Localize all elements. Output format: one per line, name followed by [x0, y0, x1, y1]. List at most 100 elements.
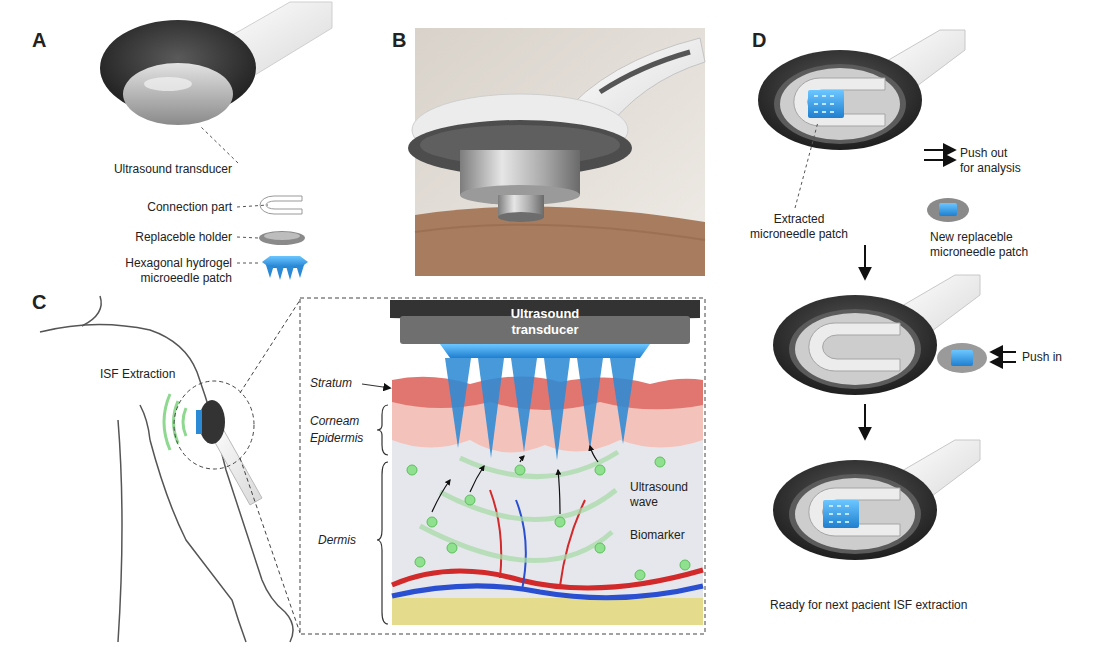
feature-label: Ultrasound wave — [628, 480, 702, 510]
layer-bracket — [362, 384, 390, 624]
device-step-1 — [758, 30, 965, 150]
step-arrow — [864, 245, 866, 278]
device-step-3 — [829, 506, 849, 522]
part-label: Replaceble holder — [82, 230, 232, 245]
ultrasound-wave — [420, 526, 612, 561]
layer-label: Dermis — [318, 533, 356, 548]
transducer-exploded — [123, 63, 233, 125]
device-step-3 — [823, 500, 859, 528]
panel-letter: B — [392, 28, 406, 52]
biomarker — [635, 570, 645, 580]
step-label: Ready for next pacient ISF extraction — [770, 598, 1030, 613]
device-step-2 — [773, 275, 987, 395]
ultrasound-wave-small — [164, 394, 170, 450]
transducer-exploded — [100, 2, 332, 125]
leader-line — [795, 122, 818, 208]
biomarker — [407, 457, 690, 580]
device-in-use — [196, 400, 262, 505]
device-photo — [408, 28, 705, 276]
step-arrow — [992, 361, 1016, 363]
step-arrow — [924, 149, 954, 151]
feature-label: Biomarker — [628, 528, 687, 543]
step-arrow — [924, 159, 954, 161]
leader-line — [795, 122, 818, 208]
device-photo — [498, 212, 544, 222]
blood-vessel — [516, 500, 526, 590]
microneedle — [544, 358, 570, 460]
part-label: Ultrasound transducer — [82, 162, 232, 177]
step-arrow — [865, 150, 1016, 438]
panel-letter: C — [32, 290, 46, 314]
biomarker — [680, 560, 690, 570]
biomarker — [407, 465, 417, 475]
leader-line — [237, 237, 258, 238]
microneedle — [610, 358, 636, 444]
device-photo — [600, 52, 690, 92]
body-outline — [40, 324, 293, 642]
leader-line — [200, 126, 238, 163]
step-label: Extracted microneedle patch — [748, 212, 850, 242]
step-label: Push out for analysis — [960, 146, 1022, 176]
ultrasound-wave-small — [164, 394, 186, 450]
ultrasound-wave-small — [183, 408, 186, 436]
transducer-section — [440, 344, 650, 358]
action-label: ISF Extraction — [100, 367, 175, 382]
biomarker — [555, 517, 565, 527]
layer-label: Corneam — [310, 414, 359, 429]
body-outline — [118, 420, 122, 642]
new-patch-icon — [939, 203, 957, 216]
device-photo — [415, 28, 705, 276]
microneedle-patch — [266, 265, 304, 280]
layer-bracket — [362, 384, 390, 388]
zoom-guide — [240, 458, 300, 633]
device-step-2 — [773, 275, 980, 395]
transducer-exploded — [144, 77, 192, 91]
biomarker — [427, 517, 437, 527]
biomarker — [655, 457, 665, 467]
microneedle — [445, 358, 471, 448]
new-patch-icon — [927, 198, 969, 222]
layer-label: Stratum — [310, 376, 352, 391]
biomarker — [447, 543, 457, 553]
step-label: New replaceble microneedle patch — [930, 230, 1034, 260]
part-label: Hexagonal hydrogel microeedle patch — [82, 256, 232, 286]
ultrasound-wave — [420, 452, 618, 561]
step-arrow — [992, 351, 1016, 353]
step-label: Push in — [1022, 350, 1062, 365]
body-outline — [40, 296, 293, 642]
device-step-2 — [951, 350, 973, 366]
microneedle — [511, 358, 537, 452]
skin-layers — [392, 376, 703, 625]
diffusion-arrow — [432, 446, 598, 514]
part-label: Ultrasound transducer — [498, 306, 592, 338]
zoom-guide — [300, 298, 705, 634]
replaceable-holder — [259, 231, 305, 245]
body-outline — [140, 405, 150, 440]
device-step-1 — [814, 96, 834, 112]
biomarker — [465, 495, 475, 505]
replaceable-holder — [259, 231, 305, 245]
diffusion-arrow — [432, 480, 450, 512]
leader-line — [237, 205, 268, 207]
part-label: Connection part — [82, 200, 232, 215]
zoom-guide — [174, 381, 254, 469]
device-step-3 — [773, 440, 980, 560]
zoom-guide — [174, 298, 705, 634]
device-step-2 — [937, 343, 987, 373]
microneedle — [445, 358, 636, 460]
device-in-use — [199, 400, 225, 444]
biomarker — [595, 543, 605, 553]
microneedle — [577, 358, 603, 450]
connection-part — [260, 196, 302, 214]
microneedle — [478, 358, 504, 458]
device-in-use — [196, 410, 202, 434]
panel-letter: D — [752, 28, 766, 52]
diffusion-arrow — [590, 446, 598, 462]
device-photo — [415, 206, 705, 276]
body-outline — [82, 296, 101, 326]
biomarker — [515, 465, 525, 475]
transducer-section — [390, 300, 700, 358]
layer-bracket — [377, 462, 388, 624]
blood-vessel — [392, 586, 703, 598]
